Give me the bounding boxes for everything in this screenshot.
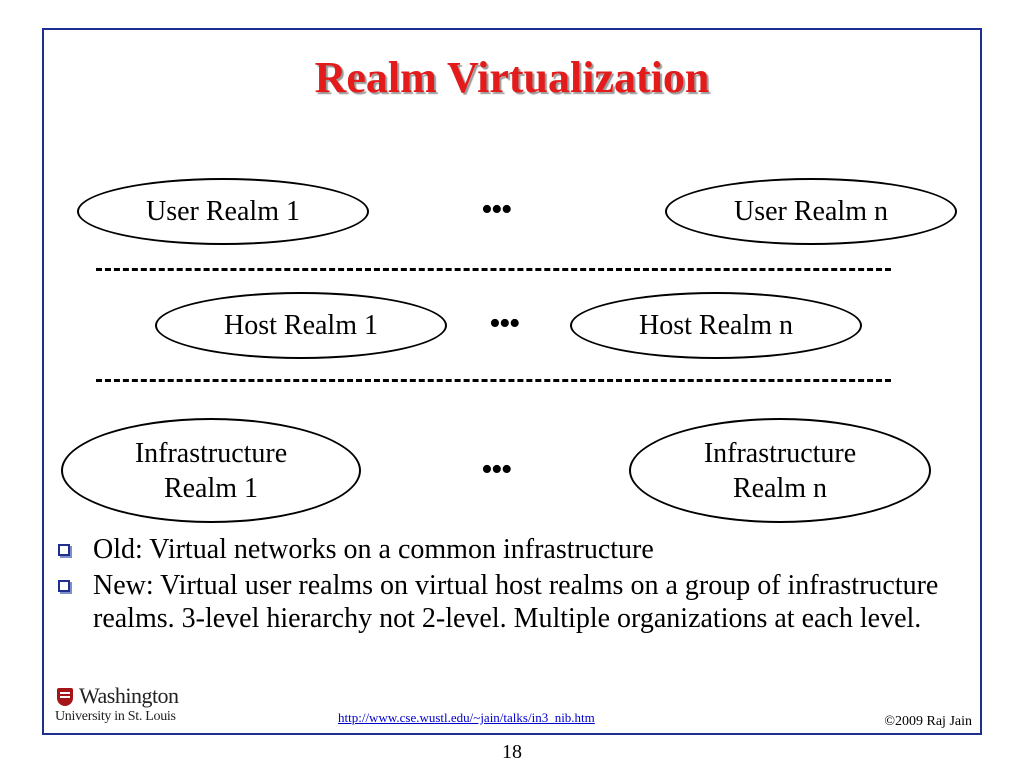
infrastructure-realm-1-line-1: Infrastructure: [134, 437, 288, 469]
host-realm-n: Host Realm n: [570, 292, 862, 359]
infrastructure-realm-ellipsis: •••: [481, 451, 513, 488]
footer-link[interactable]: http://www.cse.wustl.edu/~jain/talks/in3…: [338, 710, 595, 725]
logo-name: Washington: [79, 683, 179, 708]
bullet-item-old: Old: Virtual networks on a common infras…: [56, 533, 956, 566]
user-realm-1: User Realm 1: [77, 178, 369, 245]
bullet-text-old: Old: Virtual networks on a common infras…: [93, 534, 654, 565]
host-realm-1: Host Realm 1: [155, 292, 447, 359]
user-realm-1-label: User Realm 1: [146, 196, 300, 227]
infrastructure-realm-n-line-2: Realm n: [732, 472, 828, 504]
host-realm-n-label: Host Realm n: [639, 310, 793, 341]
user-realm-n-label: User Realm n: [734, 196, 888, 227]
bullet-text-new: New: Virtual user realms on virtual host…: [93, 570, 939, 634]
infrastructure-realm-1: Infrastructure Realm 1: [61, 418, 361, 523]
user-realm-ellipsis: •••: [481, 191, 513, 228]
user-realm-n: User Realm n: [665, 178, 957, 245]
slide-title: Realm Virtualization: [314, 53, 710, 102]
washington-university-logo: Washington University in St. Louis: [55, 683, 195, 730]
square-bullet-icon: [58, 544, 70, 556]
copyright-text: ©2009 Raj Jain: [884, 714, 972, 729]
infrastructure-realm-1-line-2: Realm 1: [163, 472, 259, 504]
page-number: 18: [502, 741, 522, 763]
bullet-item-new: New: Virtual user realms on virtual host…: [56, 569, 956, 635]
logo-subtitle: University in St. Louis: [55, 709, 176, 724]
infrastructure-realm-n: Infrastructure Realm n: [629, 418, 931, 523]
host-realm-ellipsis: •••: [489, 305, 521, 342]
divider-user-host: [96, 268, 891, 271]
host-realm-1-label: Host Realm 1: [224, 310, 378, 341]
bullet-list: Old: Virtual networks on a common infras…: [56, 533, 956, 638]
infrastructure-realm-n-label: Infrastructure Realm n: [704, 436, 856, 506]
infrastructure-realm-n-line-1: Infrastructure: [703, 437, 857, 469]
square-bullet-icon: [58, 580, 70, 592]
divider-host-infrastructure: [96, 379, 891, 382]
infrastructure-realm-1-label: Infrastructure Realm 1: [135, 436, 287, 506]
slide-frame: [42, 28, 982, 735]
university-crest-icon: [57, 688, 73, 706]
